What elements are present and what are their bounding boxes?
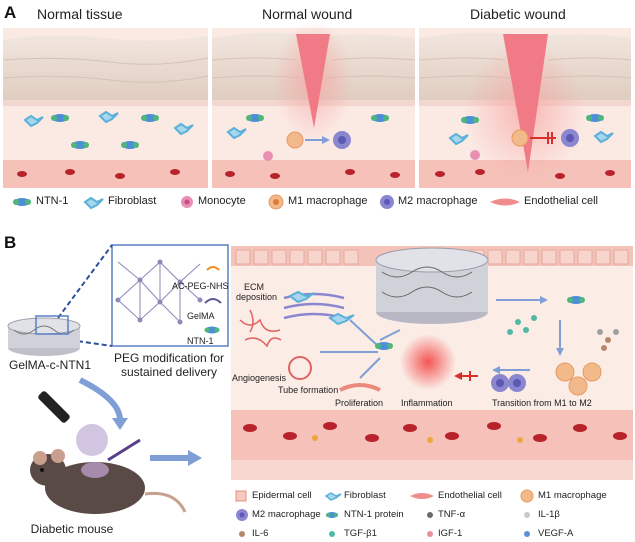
tissue-diabetic-wound xyxy=(418,28,632,188)
legend-a-monocyte: Monocyte xyxy=(198,195,246,207)
legend-b-ntn1-protein: NTN-1 protein xyxy=(344,509,404,520)
label-ecm-line1: ECM xyxy=(244,282,264,292)
legend-a-icons xyxy=(13,194,520,210)
red-blood-cells-a xyxy=(17,169,615,179)
tissue-normal-wound xyxy=(211,20,416,188)
panel-b-letter: B xyxy=(4,233,17,252)
il6-icon xyxy=(239,531,245,537)
proliferation-icon xyxy=(339,383,381,392)
legend-b-m1: M1 macrophage xyxy=(538,490,607,501)
diabetic-mouse-label: Diabetic mouse xyxy=(30,522,114,536)
label-ecm-line2: deposition xyxy=(236,292,278,302)
tnf-alpha-icon xyxy=(427,512,433,518)
hydrogel-puck xyxy=(7,315,81,356)
legend-b-icons xyxy=(235,489,534,537)
legend-b-tgfb1: TGF-β1 xyxy=(344,528,377,539)
label-inflammation: Inflammation xyxy=(401,398,453,408)
vegfa-icon xyxy=(524,531,530,537)
legend-a-endothelial: Endothelial cell xyxy=(524,195,598,207)
ntn1-protein-icon xyxy=(326,512,338,518)
label-angiogenesis: Angiogenesis xyxy=(232,373,287,383)
m2-macrophage-icon xyxy=(236,509,248,521)
peg-caption-line2: sustained delivery xyxy=(120,365,218,379)
legend-b-igf1: IGF-1 xyxy=(438,528,463,539)
cytokines-b xyxy=(507,315,619,351)
peg-caption-line1: PEG modification for xyxy=(113,351,225,365)
application-arrow xyxy=(78,377,123,421)
legend-b-il6: IL-6 xyxy=(252,528,269,539)
inset-label-gelma: GelMA xyxy=(187,311,215,321)
gelma-icon xyxy=(204,298,222,304)
panel-a-letter: A xyxy=(4,3,17,22)
tgfb1-icon xyxy=(329,531,335,537)
panel-b-arrows xyxy=(320,299,561,379)
fibroblasts-a xyxy=(23,110,614,146)
cell-progression-normal-wound xyxy=(263,131,351,161)
tissue-normal xyxy=(2,28,209,188)
legend-b-tnf-alpha: TNF-α xyxy=(438,509,466,520)
ntn-icon-inset xyxy=(204,326,220,334)
m2-macrophage-icon xyxy=(380,195,394,209)
legend-b-endothelial: Endothelial cell xyxy=(438,490,502,501)
ntn1-protein-b xyxy=(567,296,585,304)
peg-icon xyxy=(206,266,220,271)
diabetic-mouse-illustration xyxy=(30,449,187,514)
inflammation-glow xyxy=(400,334,456,390)
gelma-nodes xyxy=(115,259,203,325)
hydrogel-label: GelMA-c-NTN1 xyxy=(8,358,91,372)
inset-label-ntn: NTN-1 xyxy=(187,336,214,346)
m1-macrophage-icon xyxy=(520,489,534,503)
label-proliferation: Proliferation xyxy=(335,398,384,408)
legend-b-il1b: IL-1β xyxy=(538,509,560,520)
stars-b xyxy=(312,435,523,443)
label-tube-formation: Tube formation xyxy=(278,385,339,395)
legend-b-epidermal: Epidermal cell xyxy=(252,490,312,501)
legend-a-m2: M2 macrophage xyxy=(398,195,478,207)
macrophages-b xyxy=(491,362,602,396)
epidermal-cell-icon xyxy=(235,490,247,502)
endothelial-cell-icon xyxy=(490,198,520,206)
injection-tool xyxy=(38,391,141,462)
il1b-icon xyxy=(524,512,530,518)
legend-b-fibroblast: Fibroblast xyxy=(344,490,386,501)
panel-title-normal-tissue: Normal tissue xyxy=(37,6,123,22)
hydrogel-in-wound xyxy=(375,247,489,324)
inset-label-peg: AC-PEG-NHS xyxy=(172,281,229,291)
ntn1-icon xyxy=(13,198,31,206)
legend-b-vegfa: VEGF-A xyxy=(538,528,574,539)
ntn1-cluster-a xyxy=(51,114,604,149)
panel-title-normal-wound: Normal wound xyxy=(262,6,353,22)
legend-b-m2: M2 macrophage xyxy=(252,509,321,520)
cell-progression-diabetic-wound xyxy=(470,129,579,160)
fibroblast-icon xyxy=(83,196,104,210)
legend-a-ntn1: NTN-1 xyxy=(36,195,69,207)
endothelial-cell-icon xyxy=(410,493,434,499)
m1-macrophage-icon xyxy=(268,194,284,210)
angiogenesis-vessels xyxy=(239,309,282,348)
ecm-fibroblasts xyxy=(288,290,355,326)
fibroblast-icon xyxy=(324,492,342,501)
legend-a-m1: M1 macrophage xyxy=(288,195,368,207)
tube-formation-icon xyxy=(288,356,312,380)
red-blood-cells-b xyxy=(243,422,627,442)
monocyte-icon xyxy=(181,196,193,208)
igf1-icon xyxy=(427,531,433,537)
gelma-inset-box xyxy=(111,244,229,347)
legend-a-fibroblast: Fibroblast xyxy=(108,195,157,207)
label-transition: Transition from M1 to M2 xyxy=(492,398,592,408)
panel-title-diabetic-wound: Diabetic wound xyxy=(470,6,566,22)
ntn1-protein-b2 xyxy=(375,342,393,350)
